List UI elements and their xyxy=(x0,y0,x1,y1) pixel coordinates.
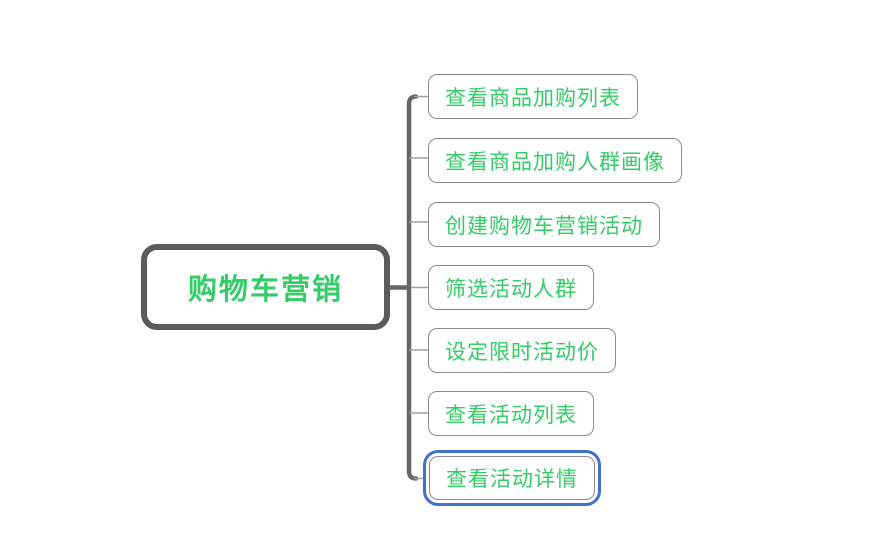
subtopic-label: 设定限时活动价 xyxy=(445,339,599,364)
subtopic-node-create-campaign[interactable]: 创建购物车营销活动 xyxy=(428,202,660,247)
subtopic-label: 筛选活动人群 xyxy=(445,276,577,301)
subtopic-node-view-addcart-persona[interactable]: 查看商品加购人群画像 xyxy=(428,138,682,183)
subtopic-label: 查看商品加购列表 xyxy=(445,85,621,110)
subtopic-node-view-activity-detail[interactable]: 查看活动详情 xyxy=(423,450,601,506)
subtopic-node-filter-audience[interactable]: 筛选活动人群 xyxy=(428,265,594,310)
subtopic-node-set-limited-price[interactable]: 设定限时活动价 xyxy=(428,328,616,373)
subtopic-label: 创建购物车营销活动 xyxy=(445,213,643,238)
spine-line xyxy=(406,94,419,481)
subtopic-node-view-addcart-list[interactable]: 查看商品加购列表 xyxy=(428,74,638,119)
root-topic-node[interactable]: 购物车营销 xyxy=(141,244,390,330)
subtopic-label: 查看活动详情 xyxy=(446,467,578,491)
subtopic-label: 查看商品加购人群画像 xyxy=(445,149,665,174)
subtopic-node-view-activity-list[interactable]: 查看活动列表 xyxy=(428,391,594,436)
subtopic-label: 查看活动列表 xyxy=(445,402,577,427)
root-topic-label: 购物车营销 xyxy=(187,274,343,306)
